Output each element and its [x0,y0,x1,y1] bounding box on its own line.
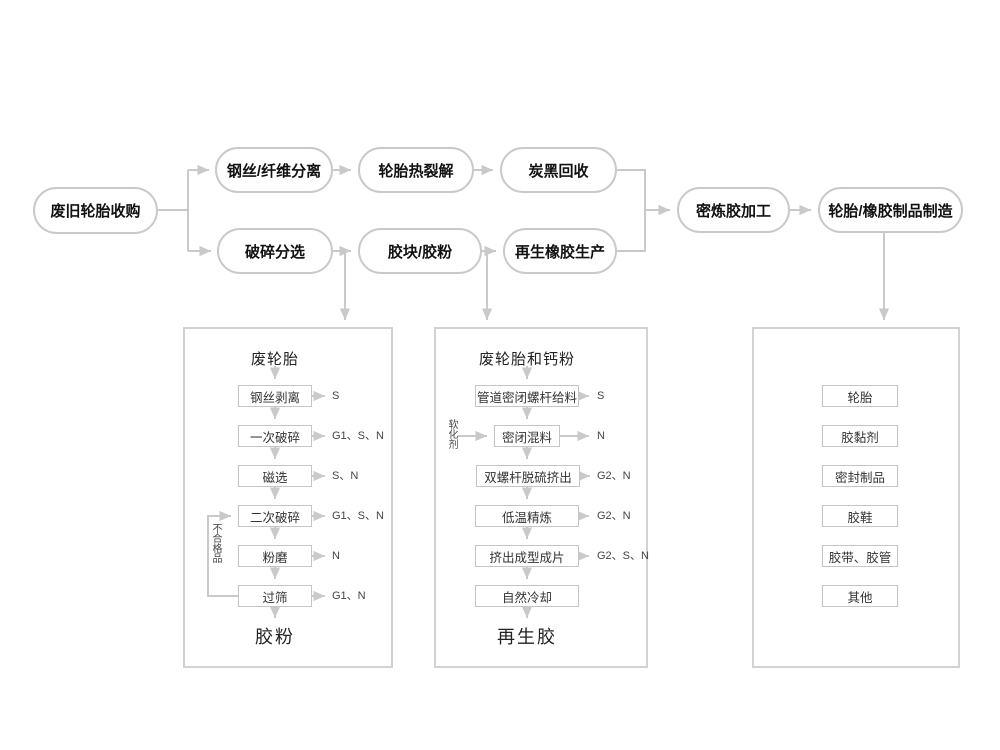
flow-node-label: 轮胎热裂解 [378,162,454,180]
flow-node-label: 轮胎/橡胶制品制造 [828,202,953,220]
product-item-adhesive: 胶黏剂 [822,425,898,447]
reclaim-output-label: 再生胶 [497,627,557,647]
process-step-twin-screw-desulfurization: 双螺杆脱硫挤出 [476,465,580,487]
flow-node-label: 钢丝/纤维分离 [226,162,322,180]
process-step-grinding: 粉磨 [238,545,312,567]
process-step-sieving: 过筛 [238,585,312,607]
flow-node-rubber-block-powder: 胶块/胶粉 [358,228,482,274]
process-tag: N [597,430,605,442]
powder-output-label: 胶粉 [255,627,295,647]
process-tag: G1、S、N [332,510,384,522]
product-item-sealing-products: 密封制品 [822,465,898,487]
flow-node-waste-tire-purchase: 废旧轮胎收购 [33,187,158,234]
flow-node-mixing-processing: 密炼胶加工 [677,187,790,233]
product-item-belts-hoses: 胶带、胶管 [822,545,898,567]
process-tag: G1、N [332,590,366,602]
flow-node-tire-pyrolysis: 轮胎热裂解 [358,147,474,193]
flow-node-label: 废旧轮胎收购 [50,203,141,220]
reclaimed-rubber-process-panel [434,327,648,668]
flow-node-reclaimed-rubber-production: 再生橡胶生产 [503,228,617,274]
flow-node-product-manufacture: 轮胎/橡胶制品制造 [818,187,963,233]
flow-node-label: 炭黑回收 [528,162,589,180]
softener-input-label: 软化剂 [446,419,457,449]
flow-node-crush-sorting: 破碎分选 [217,228,333,274]
powder-panel-title: 废轮胎 [250,351,299,368]
process-step-wire-stripping: 钢丝剥离 [238,385,312,407]
process-tag: G2、N [597,510,631,522]
process-step-natural-cooling: 自然冷却 [475,585,579,607]
flow-node-label: 再生橡胶生产 [514,243,605,261]
product-item-tires: 轮胎 [822,385,898,407]
reclaim-panel-title: 废轮胎和钙粉 [478,351,575,368]
process-tag: G1、S、N [332,430,384,442]
process-tag: G2、S、N [597,550,649,562]
process-step-primary-crushing: 一次破碎 [238,425,312,447]
flow-node-label: 破碎分选 [244,243,305,261]
product-item-other: 其他 [822,585,898,607]
powder-process-panel [183,327,393,668]
flow-node-wire-fiber-separation: 钢丝/纤维分离 [215,147,333,193]
flow-node-carbon-black-recovery: 炭黑回收 [500,147,617,193]
reject-feedback-label: 不合格品 [210,523,221,563]
product-item-rubber-shoes: 胶鞋 [822,505,898,527]
process-step-magnetic-sorting: 磁选 [238,465,312,487]
process-tag: S [597,390,605,402]
process-step-secondary-crushing: 二次破碎 [238,505,312,527]
process-step-low-temp-refining: 低温精炼 [475,505,579,527]
process-step-extrusion-sheeting: 挤出成型成片 [475,545,579,567]
flow-node-label: 胶块/胶粉 [387,243,453,261]
products-panel [752,327,960,668]
process-tag: N [332,550,340,562]
process-step-closed-mixing: 密闭混料 [494,425,560,447]
process-step-screw-feeding: 管道密闭螺杆给料 [475,385,579,407]
process-tag: G2、N [597,470,631,482]
flow-node-label: 密炼胶加工 [695,202,771,220]
process-tag: S、N [332,470,359,482]
process-tag: S [332,390,340,402]
